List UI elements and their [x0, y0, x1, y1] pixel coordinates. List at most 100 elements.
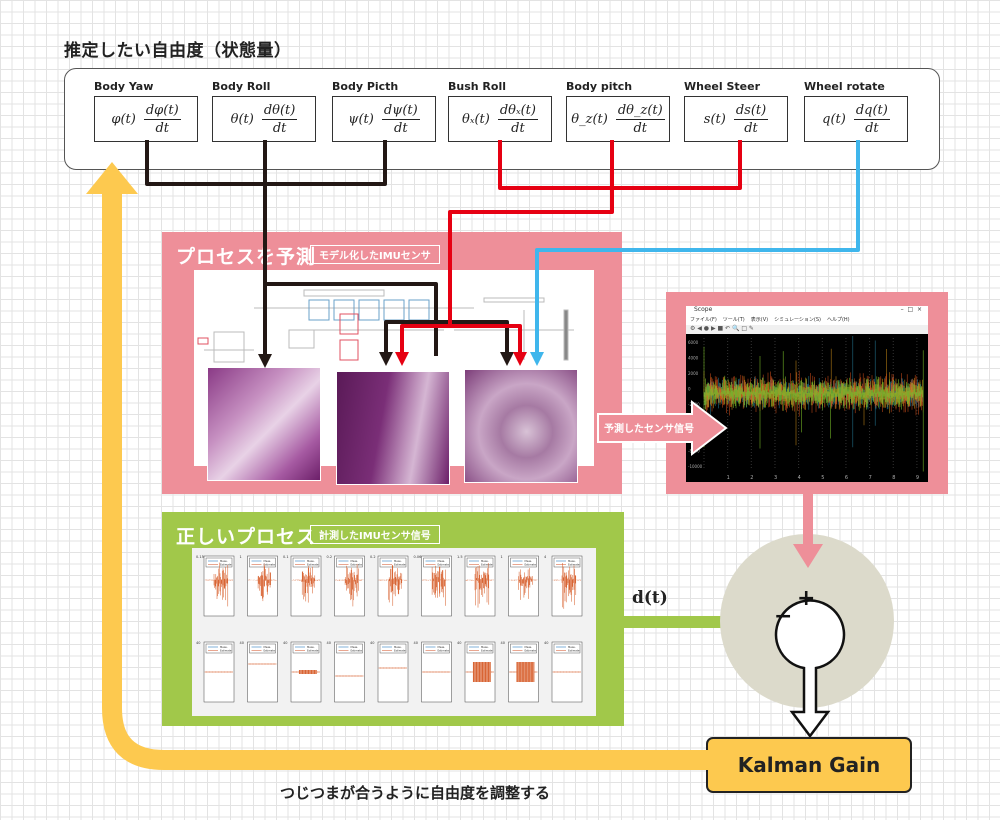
scope-menu-item[interactable]: ヘルプ(H) [826, 317, 850, 323]
feedback-loop-arrow [86, 162, 710, 770]
subplot-ymax: 0.06 [414, 555, 422, 559]
feedback-caption: つじつまが合うように自由度を調整する [280, 784, 551, 802]
subplot-legend [466, 557, 494, 568]
scope-y-tick: -10000 [688, 464, 703, 469]
scope-x-tick: 4 [798, 475, 801, 481]
measured-signal-trace [378, 564, 407, 606]
scope-menu-item[interactable]: ファイル(F) [690, 317, 717, 323]
legend-label: Estimate [525, 649, 537, 653]
derivative-numerator: dθₓ(t) [497, 102, 538, 120]
state-derivative: dq(t)dt [853, 102, 890, 136]
scope-menu-item[interactable]: シミュレーション(S) [774, 317, 821, 323]
derivative-denominator: dt [511, 120, 525, 136]
predict-panel-title-text: プロセスを予測 [176, 246, 317, 268]
scope-x-tick: 2 [750, 475, 753, 481]
subplot-ymax: 0.2 [327, 555, 333, 559]
derivative-denominator: dt [272, 120, 287, 136]
legend-label: Meas. [481, 559, 489, 563]
derivative-numerator: dq(t) [853, 102, 890, 120]
subplot-ymax: 40 [501, 641, 505, 645]
correct-panel-tag: 計測したIMUセンサ信号 [310, 525, 440, 544]
state-label: Wheel rotate [804, 80, 885, 93]
scope-y-tick: 4000 [688, 356, 699, 361]
scope-menubar: ファイル(F) ツール(T) 表示(V) シミュレーション(S) ヘルプ(H) [686, 316, 928, 325]
correct-panel-title: 正しいプロセス [176, 522, 316, 549]
kalman-gain-block: Kalman Gain [706, 737, 912, 793]
legend-label: Estimate [438, 563, 450, 567]
state-variable-box: φ(t)dφ(t)dt [94, 96, 198, 142]
measured-signal-trace [552, 671, 581, 673]
measured-signal-trace [335, 563, 364, 607]
derivative-numerator: ds(t) [733, 102, 769, 120]
subplot-legend [205, 643, 233, 654]
legend-label: Meas. [264, 645, 272, 649]
black-arrowhead [500, 352, 514, 366]
red-line-pitch [448, 140, 614, 326]
scope-menu-item[interactable]: ツール(T) [722, 317, 745, 323]
legend-label: Meas. [307, 559, 315, 563]
legend-label: Meas. [307, 645, 315, 649]
state-variable-box: s(t)ds(t)dt [684, 96, 788, 142]
state-derivative: dφ(t)dt [143, 103, 181, 136]
wheel-sensor-photo [464, 369, 578, 483]
subplot-legend [249, 557, 276, 568]
derivative-denominator: dt [865, 120, 879, 136]
legend-label: Meas. [264, 559, 272, 563]
predicted-signal-arrow [597, 400, 728, 456]
scope-window: Scope – □ × ファイル(F)ツール(T)表示(V)シミュレーション(S… [686, 306, 928, 482]
measured-signal-trace [465, 662, 494, 682]
predict-panel-tag: モデル化したIMUセンサ [310, 245, 440, 264]
legend-label: Estimate [568, 649, 580, 653]
state-label: Body pitch [566, 80, 633, 93]
legend-label: Estimate [220, 563, 232, 567]
red-arrowhead [395, 352, 409, 366]
scope-menu-item[interactable]: 表示(V) [750, 317, 769, 323]
state-label: Body Yaw [94, 80, 154, 93]
state-variable-box: θ_z(t) dθ_z(t)dt [566, 96, 670, 142]
bush-sensor-photo [207, 367, 321, 481]
sum-junction [774, 599, 846, 739]
subplot-ymax: 0.15 [196, 555, 204, 559]
legend-label: Meas. [220, 559, 228, 563]
legend-label: Estimate [394, 649, 406, 653]
state-label: Bush Roll [448, 80, 506, 93]
state-derivative: dθ_z(t)dt [615, 103, 665, 136]
subplot-legend [553, 643, 581, 654]
legend-label: Estimate [264, 649, 276, 653]
legend-label: Meas. [394, 559, 402, 563]
measured-signal-trace [552, 563, 581, 609]
legend-label: Estimate [525, 563, 537, 567]
legend-label: Estimate [220, 649, 232, 653]
legend-label: Estimate [394, 563, 406, 567]
subplot-ymax: 0.1 [283, 555, 289, 559]
measured-signal-trace [422, 565, 451, 606]
legend-label: Meas. [351, 559, 359, 563]
subplot-ymax: 4 [544, 555, 547, 559]
window-controls[interactable]: – □ × [900, 306, 922, 313]
state-derivative: dθₓ(t)dt [497, 102, 538, 136]
derivative-denominator: dt [744, 120, 758, 136]
state-variable: ψ(t) [348, 111, 374, 127]
state-variable-box: θₓ(t)dθₓ(t)dt [448, 96, 552, 142]
state-label: Body Roll [212, 80, 271, 93]
legend-label: Estimate [481, 649, 493, 653]
legend-label: Estimate [351, 649, 363, 653]
state-variable-box: ψ(t)dψ(t)dt [332, 96, 436, 142]
pink-arrow-down [793, 494, 823, 568]
scope-x-tick: 9 [916, 475, 919, 481]
measured-signal-trace [248, 663, 277, 665]
state-variable: θ_z(t) [571, 111, 608, 127]
legend-label: Estimate [568, 563, 580, 567]
subplot-legend [205, 557, 233, 568]
